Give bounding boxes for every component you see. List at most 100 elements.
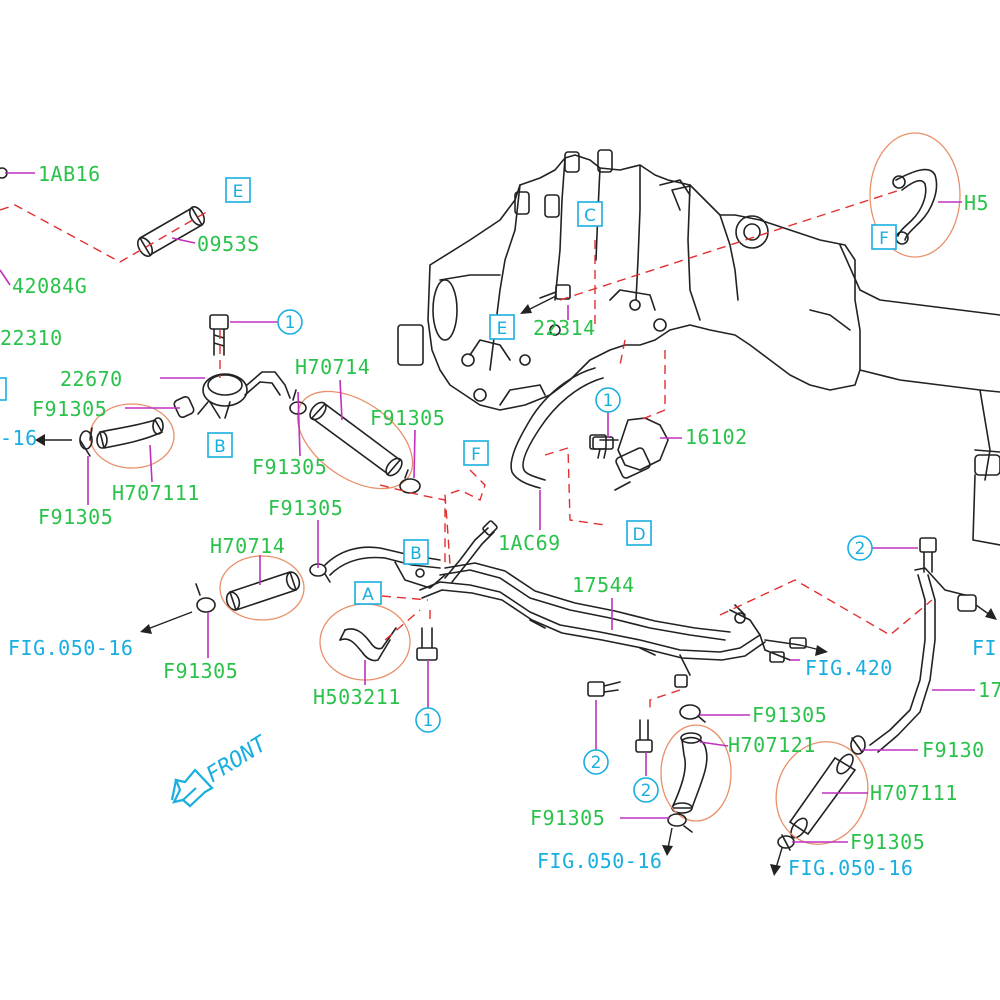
- hose-h70714-lower: [225, 570, 301, 612]
- part-f91305-f[interactable]: F91305: [163, 659, 238, 683]
- bolt-mid-1: [592, 436, 614, 459]
- ref-fig-420[interactable]: FIG.420: [805, 656, 893, 680]
- pipe-17-right: [869, 567, 977, 753]
- bolt-top-left: [209, 314, 229, 356]
- highlight-ring-h5: [869, 132, 961, 258]
- part-f9130-partial[interactable]: F9130: [922, 738, 985, 762]
- hose-h707111-left: [96, 417, 164, 449]
- bolt-2-center: [587, 681, 621, 697]
- part-17-partial[interactable]: 17: [978, 678, 1000, 702]
- part-f91305-b[interactable]: F91305: [38, 505, 113, 529]
- part-h707111-b[interactable]: H707111: [870, 781, 958, 805]
- part-h70714-a[interactable]: H70714: [295, 355, 370, 379]
- bolt-marker-2-center-number: 2: [641, 781, 652, 801]
- clamp-lower-1: [195, 583, 216, 613]
- arrows: [35, 295, 997, 876]
- hose-h5-top: [892, 168, 938, 245]
- hose-h707111-right: [788, 753, 857, 839]
- bolt-marker-1-top-number: 1: [285, 313, 296, 333]
- ref-fig-050-16-a[interactable]: FIG.050-16: [8, 636, 133, 660]
- front-arrow: [170, 768, 214, 808]
- hose-1ac69: [510, 367, 604, 489]
- part-f91305-g[interactable]: F91305: [752, 703, 827, 727]
- ref-fig-partial[interactable]: FI: [972, 636, 997, 660]
- clamp-right-2: [777, 834, 795, 851]
- ref-box-f-top[interactable]: F: [871, 224, 897, 250]
- part-f91305-c[interactable]: F91305: [370, 406, 445, 430]
- part-22310[interactable]: 22310: [0, 326, 63, 350]
- part-0953s[interactable]: 0953S: [197, 232, 260, 256]
- part-labels: 1AB16 0953S 42084G 22310 22670 F91305 -1…: [0, 162, 1000, 880]
- ref-box-d[interactable]: D: [626, 520, 652, 546]
- hose-h707121: [670, 732, 708, 814]
- bolt-marker-2-center[interactable]: 2: [633, 777, 659, 803]
- part-f91305-i[interactable]: F91305: [850, 830, 925, 854]
- ref-fig-050-16-b[interactable]: FIG.050-16: [537, 849, 662, 873]
- part-f91305-h[interactable]: F91305: [530, 806, 605, 830]
- ref-box-c[interactable]: C: [577, 201, 603, 227]
- ref-box-a-letter: A: [362, 585, 374, 605]
- bolt-marker-1-mid[interactable]: 1: [595, 387, 621, 413]
- clamp-h707121-bottom: [667, 813, 693, 833]
- ref-box-a[interactable]: A: [354, 581, 382, 605]
- ref-fig-050-16-partial[interactable]: -16: [0, 426, 38, 450]
- highlight-ring-h70714-lower: [219, 555, 305, 621]
- ref-fig-050-16-c[interactable]: FIG.050-16: [788, 856, 913, 880]
- ref-box-b-upper[interactable]: B: [207, 432, 233, 458]
- part-h707111-a[interactable]: H707111: [112, 481, 200, 505]
- bolt-marker-1-bottom-number: 1: [423, 711, 434, 731]
- bolt-1-lower: [416, 627, 438, 661]
- clamp-left-1: [79, 427, 93, 457]
- ref-box-e-top-letter: E: [233, 182, 244, 202]
- part-1ac69[interactable]: 1AC69: [498, 531, 561, 555]
- part-h707121[interactable]: H707121: [728, 733, 816, 757]
- part-1ab16[interactable]: 1AB16: [38, 162, 101, 186]
- part-22670[interactable]: 22670: [60, 367, 123, 391]
- ref-box-f-mid-letter: F: [471, 445, 481, 465]
- part-h503211[interactable]: H503211: [313, 685, 401, 709]
- ref-box-e-top[interactable]: E: [225, 177, 251, 203]
- part-17544[interactable]: 17544: [572, 573, 635, 597]
- bolt-marker-1-mid-number: 1: [603, 391, 614, 411]
- ref-box-f-top-letter: F: [879, 229, 889, 249]
- front-label: FRONT: [202, 731, 273, 788]
- valve-22670: [173, 371, 291, 419]
- part-16102[interactable]: 16102: [685, 425, 748, 449]
- intake-manifold: [397, 149, 1000, 546]
- part-42084g[interactable]: 42084G: [12, 274, 87, 298]
- hose-h70714-upper: [309, 401, 403, 477]
- clamp-h707121-top: [679, 704, 706, 723]
- ref-box-partial-left: [0, 377, 7, 401]
- part-h70714-b[interactable]: H70714: [210, 534, 285, 558]
- ref-box-d-letter: D: [632, 525, 645, 545]
- dashed-reference-lines: [0, 189, 933, 710]
- part-f91305-a[interactable]: F91305: [32, 397, 107, 421]
- ref-box-e-mid[interactable]: E: [489, 314, 515, 340]
- clamp-lower-2: [309, 563, 331, 583]
- ref-box-e-mid-letter: E: [497, 319, 508, 339]
- bolt-marker-1-bottom[interactable]: 1: [415, 707, 441, 733]
- part-f91305-d[interactable]: F91305: [252, 455, 327, 479]
- bracket-b: [324, 546, 446, 589]
- ref-box-b-upper-letter: B: [214, 437, 226, 457]
- pipe-17544: [419, 520, 807, 688]
- part-h5-partial[interactable]: H5: [964, 191, 989, 215]
- ref-box-c-letter: C: [584, 206, 596, 226]
- bolt-marker-2-right-number: 2: [855, 539, 866, 559]
- leader-lines: [0, 172, 975, 843]
- part-22314[interactable]: 22314: [533, 316, 596, 340]
- ref-box-f-mid[interactable]: F: [463, 440, 489, 466]
- highlight-ring-h707121: [660, 724, 732, 822]
- part-f91305-e[interactable]: F91305: [268, 496, 343, 520]
- bolt-marker-2-right[interactable]: 2: [847, 535, 873, 561]
- bolt-2-lower: [635, 719, 653, 753]
- ref-box-b-lower-letter: B: [410, 544, 422, 564]
- ref-box-b-lower[interactable]: B: [403, 539, 429, 565]
- bolt-2-right: [919, 537, 937, 573]
- bolt-marker-2-left-number: 2: [591, 753, 602, 773]
- bolt-marker-1-top[interactable]: 1: [277, 309, 303, 335]
- bolt-marker-2-left[interactable]: 2: [583, 749, 609, 775]
- clamp-right-1: [850, 735, 866, 755]
